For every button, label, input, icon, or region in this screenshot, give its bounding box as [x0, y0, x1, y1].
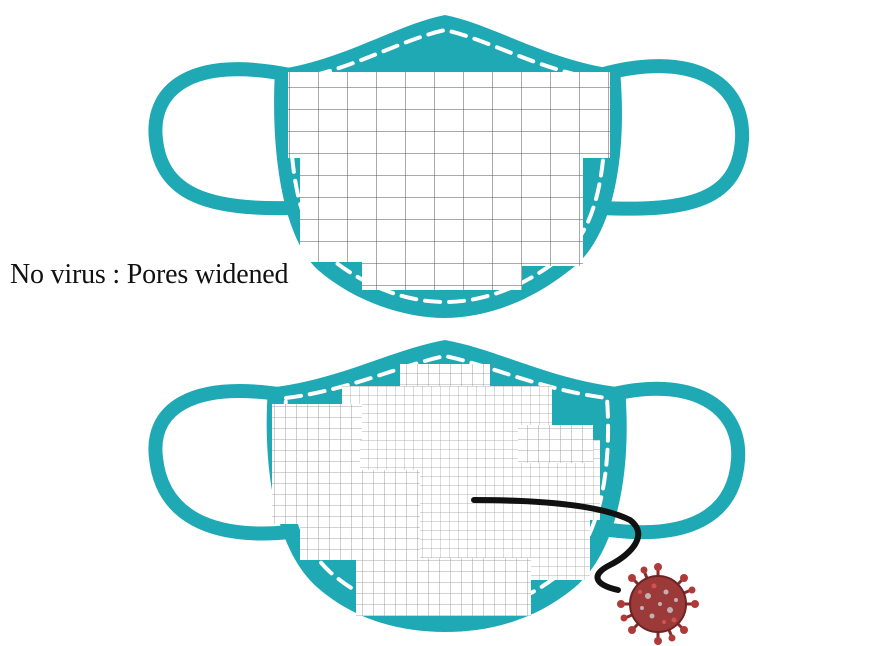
pore-grid-top-bottom: [362, 262, 522, 290]
pore-grid-top-main: [288, 72, 610, 158]
pore-grid-bottom-8: [518, 425, 593, 463]
pore-grid-bottom-7: [356, 558, 531, 616]
ear-loop-left-top: [155, 69, 290, 208]
ear-loop-right-bottom: [610, 389, 738, 532]
caption-no-virus-pores-widened: No virus : Pores widened: [8, 259, 290, 291]
coronavirus-icon: [617, 563, 699, 645]
pore-grid-top-right: [425, 156, 583, 266]
pore-grid-bottom-5: [300, 470, 430, 560]
pore-grid-top-left: [300, 152, 428, 262]
